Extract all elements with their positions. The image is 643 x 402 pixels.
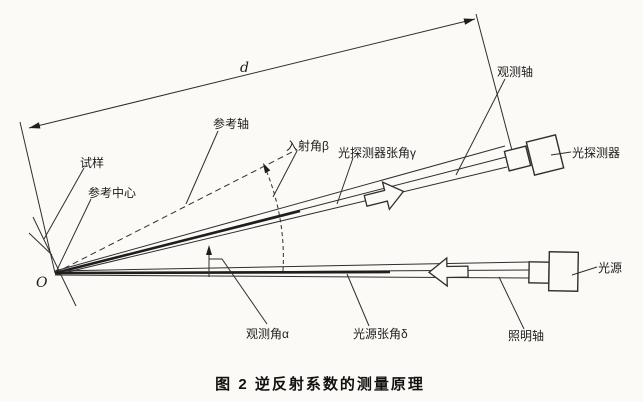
reference-center-label: 参考中心 <box>88 185 136 200</box>
observation-angle-arrow-icon <box>206 245 212 255</box>
detector-aperture-angle-leader <box>336 157 354 205</box>
dimension-arrow-left-icon <box>29 122 41 129</box>
illumination-axis-label: 照明轴 <box>508 328 544 343</box>
source-aperture-angle-label: 光源张角δ <box>353 327 408 341</box>
reference-center-leader <box>56 198 92 271</box>
source-aperture-box <box>528 261 550 284</box>
incidence-angle-leader <box>272 150 298 198</box>
illumination-beam-dark-core <box>54 270 391 275</box>
observation-axis-leader <box>455 78 506 176</box>
reference-axis-label: 参考轴 <box>213 116 249 131</box>
incidence-angle-label: 入射角β <box>286 138 329 153</box>
dimension-arrow-right-icon <box>463 18 475 25</box>
sample-plane-line <box>32 216 77 307</box>
dimension-line-d <box>28 18 476 129</box>
illumination-direction-arrow-icon <box>427 256 469 288</box>
sample-leader <box>43 167 85 240</box>
sample-label: 试样 <box>80 155 104 170</box>
light-source-leader <box>571 266 598 276</box>
illumination-beam-top-edge <box>54 261 530 272</box>
distance-label: d <box>240 60 249 76</box>
photodetector-box <box>525 134 565 176</box>
observation-beam-top-edge <box>54 145 506 272</box>
reference-axis-leader <box>185 130 219 205</box>
observation-direction-arrow-icon <box>363 181 405 211</box>
observation-beam-dark-core <box>54 209 301 275</box>
photodetector-leader <box>550 151 572 156</box>
observation-beam-bottom-edge <box>54 166 508 276</box>
reference-axis-line <box>54 149 297 274</box>
observation-axis-label: 观测轴 <box>497 64 533 79</box>
dimension-extension-left <box>19 121 56 274</box>
light-source-label: 光源 <box>598 261 622 275</box>
source-aperture-angle-leader <box>346 273 370 327</box>
illumination-axis-leader <box>498 276 525 330</box>
figure-caption: 图 2 逆反射系数的测量原理 <box>215 375 425 393</box>
origin-label: O <box>36 275 48 291</box>
photodetector-label: 光探测器 <box>572 146 620 160</box>
detector-aperture-angle-label: 光探测器张角γ <box>338 146 416 160</box>
observation-angle-label: 观测角α <box>246 327 289 341</box>
light-source-box <box>547 251 580 292</box>
detector-aperture-box <box>503 145 532 172</box>
observation-angle-leader <box>209 258 268 325</box>
sample-tick-line <box>28 232 53 256</box>
incidence-angle-arc <box>262 162 284 272</box>
incidence-angle-arrow-icon <box>263 163 271 174</box>
dimension-extension-right <box>475 13 515 159</box>
